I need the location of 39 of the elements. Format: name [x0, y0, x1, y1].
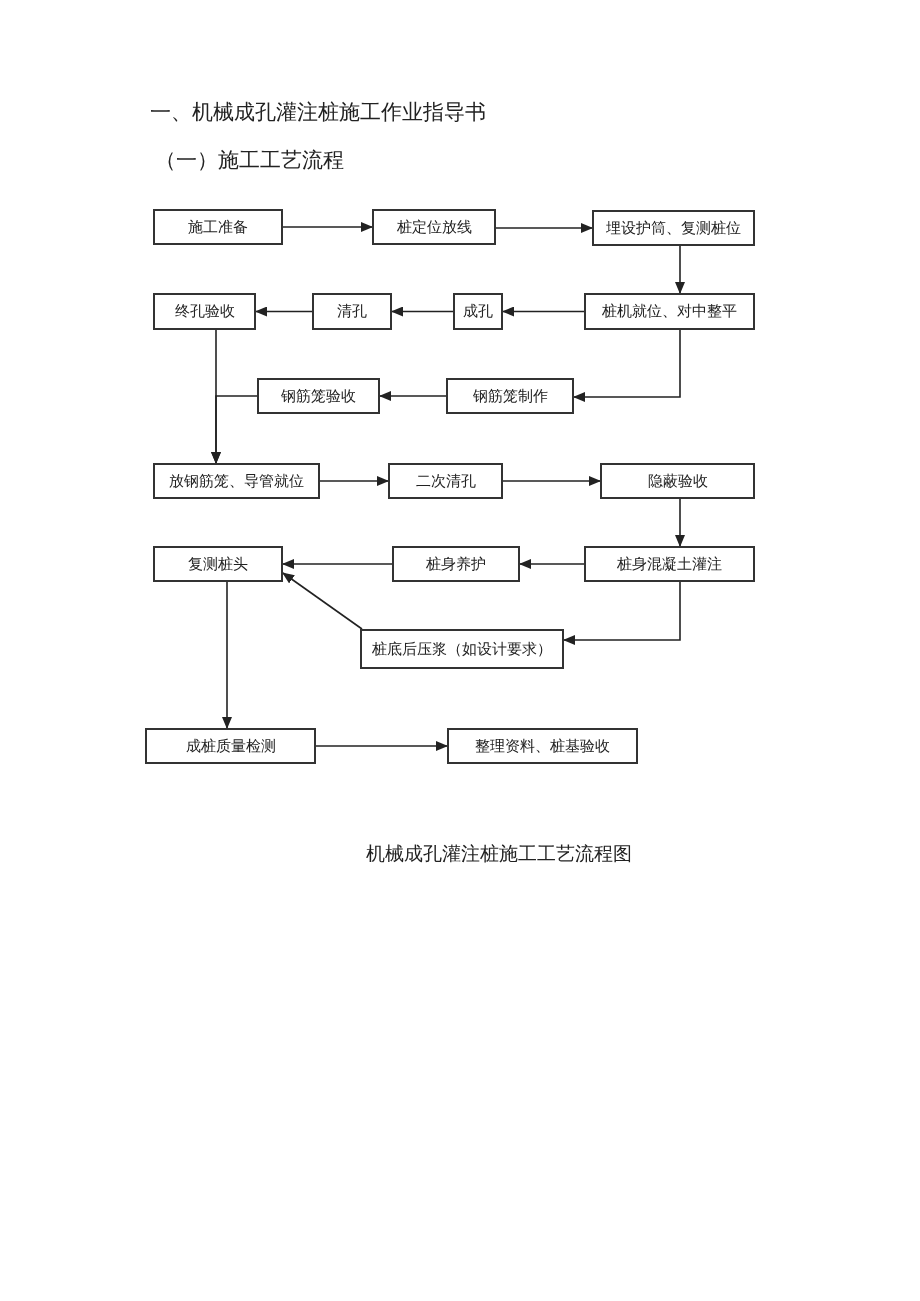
- process-box: 成孔: [453, 293, 503, 330]
- subheading: （一）施工工艺流程: [155, 147, 344, 174]
- arrow: [675, 245, 685, 294]
- arrow: [573, 329, 681, 402]
- process-box: 整理资料、桩基验收: [447, 728, 638, 764]
- process-box: 桩底后压浆（如设计要求）: [360, 629, 564, 669]
- process-box: 复测桩头: [153, 546, 283, 582]
- arrow: [211, 395, 258, 464]
- arrow: [379, 391, 447, 401]
- process-box: 钢筋笼验收: [257, 378, 380, 414]
- arrow: [502, 306, 585, 317]
- figure-caption: 机械成孔灌注桩施工工艺流程图: [366, 841, 632, 866]
- process-box: 桩定位放线: [372, 209, 496, 245]
- arrow: [282, 572, 363, 630]
- process-box: 埋设护筒、复测桩位: [592, 210, 755, 246]
- arrow: [675, 498, 685, 547]
- arrow: [282, 222, 373, 232]
- process-box: 钢筋笼制作: [446, 378, 574, 414]
- arrow: [563, 581, 681, 645]
- process-box: 二次清孔: [388, 463, 503, 499]
- process-box: 桩身养护: [392, 546, 520, 582]
- arrow: [519, 559, 585, 569]
- arrow: [282, 559, 393, 569]
- arrow: [255, 306, 313, 317]
- process-box: 放钢筋笼、导管就位: [153, 463, 320, 499]
- process-box: 桩身混凝土灌注: [584, 546, 755, 582]
- arrow: [319, 476, 389, 486]
- arrow: [495, 223, 593, 233]
- arrow: [315, 741, 448, 751]
- process-box: 清孔: [312, 293, 392, 330]
- process-box: 施工准备: [153, 209, 283, 245]
- arrow: [222, 581, 232, 729]
- process-box: 桩机就位、对中整平: [584, 293, 755, 330]
- process-box: 成桩质量检测: [145, 728, 316, 764]
- process-box: 隐蔽验收: [600, 463, 755, 499]
- process-box: 终孔验收: [153, 293, 256, 330]
- arrow: [502, 476, 601, 486]
- heading: 一、机械成孔灌注桩施工作业指导书: [150, 99, 486, 126]
- arrow: [391, 306, 454, 317]
